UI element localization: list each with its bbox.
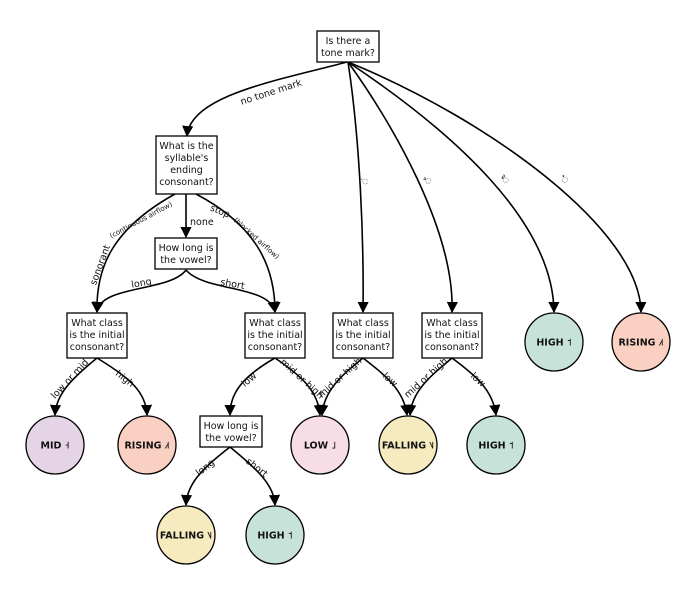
question-line: the vowel? (160, 255, 211, 266)
question-line: consonant? (248, 342, 302, 353)
outcome-mid: MID ˧ (25, 415, 85, 475)
edge-short-2 (229, 446, 281, 507)
outcome-label: HIGH ˦ (257, 531, 292, 542)
edge-label-high-a: high (113, 368, 136, 389)
question-class-b: What class is the initial consonant? (244, 312, 306, 359)
outcome-falling-2: FALLING ˥˩ (156, 505, 216, 565)
edge-label-short-1: short (219, 277, 245, 292)
question-vowel-length-2: How long is the vowel? (199, 415, 263, 448)
question-line: the vowel? (205, 433, 256, 444)
edge-mid-or-high-c (317, 357, 364, 417)
question-line: consonant? (70, 342, 124, 353)
edge-long-1 (92, 269, 187, 314)
question-line: is the initial (335, 330, 390, 341)
edge-no-tone-mark (182, 61, 348, 138)
outcome-label: FALLING ˥˩ (160, 531, 212, 542)
question-line: How long is (159, 243, 214, 254)
edge-label-low-b: low (240, 371, 260, 390)
outcome-falling-1: FALLING ˥˩ (378, 415, 438, 475)
edge-label-mid-or-high-c: mid or high (316, 356, 364, 401)
edge-sonorant (91, 193, 176, 314)
outcome-label: MID ˧ (41, 441, 70, 452)
question-line: What class (337, 318, 389, 329)
edge-short-1 (185, 269, 279, 314)
edge-label-sonorant-note: (continuous airflow) (108, 200, 174, 240)
edge-mai-ek (347, 61, 369, 314)
edge-mid-or-high-d (405, 357, 453, 417)
edge-label-short-2: short (244, 456, 270, 480)
question-class-c: What class is the initial consonant? (332, 312, 394, 359)
edge-low-b (224, 357, 276, 417)
question-line: What is the (159, 141, 213, 152)
edge-label-low-or-mid: low or mid (49, 357, 91, 401)
question-tone-mark: Is there a tone mark? (316, 30, 380, 63)
question-line: What class (426, 318, 478, 329)
question-line: is the initial (69, 330, 124, 341)
edge-mai-tri (347, 61, 560, 314)
edge-low-d (451, 357, 501, 417)
edge-label-mai-tri: ◌๊ (499, 173, 513, 186)
outcome-label: HIGH ˦ (536, 338, 571, 349)
edge-stop (195, 193, 281, 314)
edge-long-2 (180, 446, 231, 507)
edge-high-a (96, 357, 153, 417)
edge-label-mid-or-high-d: mid or high (402, 356, 450, 401)
question-line: ending (170, 165, 203, 176)
outcome-label: LOW ˩ (304, 441, 336, 452)
edge-low-c (362, 357, 412, 417)
question-line: What class (249, 318, 301, 329)
question-line: How long is (204, 421, 259, 432)
edge-label-long-1: long (131, 276, 153, 290)
edges (49, 61, 647, 507)
question-line: is the initial (424, 330, 479, 341)
question-line: consonant? (336, 342, 390, 353)
question-class-d: What class is the initial consonant? (421, 312, 483, 359)
edge-mai-tho (347, 61, 458, 314)
edge-label-stop-note: (blocked airflow) (232, 216, 281, 261)
question-vowel-length-1: How long is the vowel? (154, 237, 218, 270)
outcome-high-1: HIGH ˦ (524, 312, 584, 372)
edge-label-mai-tho: ◌้ (422, 176, 434, 186)
outcome-low: LOW ˩ (290, 415, 350, 475)
edge-label-mai-chattawa: ◌๋ (559, 174, 571, 186)
question-line: consonant? (159, 177, 213, 188)
outcome-high-3: HIGH ˦ (245, 505, 305, 565)
edge-label-sonorant: sonorant (88, 243, 113, 287)
question-line: syllable's (165, 153, 209, 164)
outcome-label: FALLING ˥˩ (382, 441, 434, 452)
edge-label-mai-ek: ◌่ (360, 178, 372, 186)
outcome-label: HIGH ˦ (478, 441, 513, 452)
outcome-high-2: HIGH ˦ (466, 415, 526, 475)
question-line: tone mark? (321, 48, 375, 59)
question-line: What class (71, 318, 123, 329)
outcome-rising-1: RISING ˩˦ (611, 312, 671, 372)
edge-label-none: none (190, 217, 214, 228)
outcome-label: RISING ˩˦ (618, 338, 663, 349)
question-line: is the initial (247, 330, 302, 341)
edge-low-or-mid (49, 357, 98, 417)
outcome-rising-2: RISING ˩˦ (117, 415, 177, 475)
question-line: Is there a (326, 36, 371, 47)
outcome-label: RISING ˩˦ (124, 441, 169, 452)
edge-mai-chattawa (347, 61, 647, 314)
question-line: consonant? (425, 342, 479, 353)
question-class-a: What class is the initial consonant? (66, 312, 128, 359)
question-ending-consonant: What is the syllable's ending consonant? (155, 135, 218, 195)
